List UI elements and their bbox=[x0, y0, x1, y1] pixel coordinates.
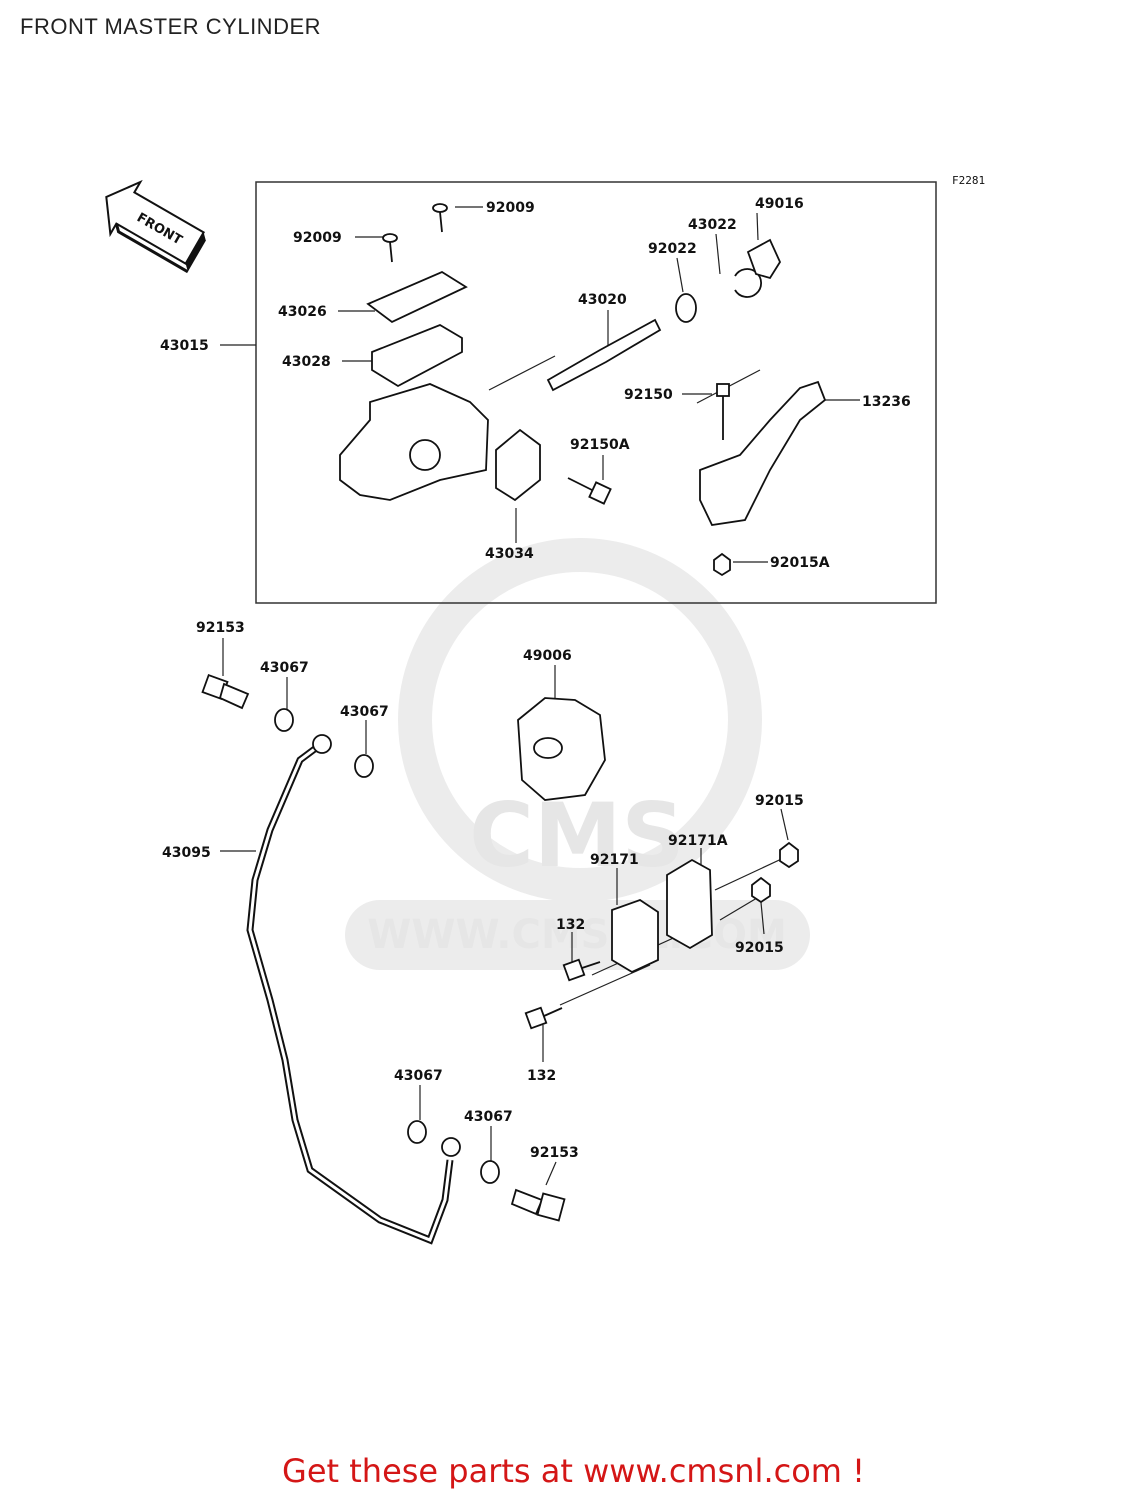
banjo-bolt-92153-bottom bbox=[510, 1188, 566, 1222]
exploded-parts-diagram: CMS WWW.CMSNL.COM F2281 FRONT bbox=[105, 174, 985, 1245]
callout-43067-d: 43067 bbox=[464, 1109, 513, 1125]
washer-43067-a bbox=[274, 708, 294, 732]
bolt-132-lower bbox=[524, 1006, 563, 1030]
callout-43022: 43022 bbox=[688, 217, 737, 233]
washer-92022 bbox=[675, 293, 697, 323]
callout-43034: 43034 bbox=[485, 546, 534, 562]
callout-92153-bottom: 92153 bbox=[530, 1145, 579, 1161]
callout-92171A: 92171A bbox=[668, 833, 728, 849]
bracket-92171 bbox=[611, 899, 659, 974]
callout-92015-bottom: 92015 bbox=[735, 940, 784, 956]
callout-43020: 43020 bbox=[578, 292, 627, 308]
callout-132-lower: 132 bbox=[527, 1068, 556, 1084]
banjo-bolt-92153-top bbox=[201, 673, 250, 710]
bolt-132-upper bbox=[562, 958, 601, 982]
callout-92153-top: 92153 bbox=[196, 620, 245, 636]
pivot-bolt-92150 bbox=[716, 383, 730, 440]
callout-43067-a: 43067 bbox=[260, 660, 309, 676]
assembly-frame-43015 bbox=[255, 181, 937, 604]
callout-92009-left: 92009 bbox=[293, 230, 342, 246]
nut-92015-top bbox=[779, 841, 799, 869]
callout-43067-b: 43067 bbox=[340, 704, 389, 720]
callout-13236: 13236 bbox=[862, 394, 911, 410]
callout-92015-top: 92015 bbox=[755, 793, 804, 809]
figure-code: F2281 bbox=[952, 174, 985, 187]
brake-lever-13236 bbox=[699, 380, 827, 526]
front-arrow-icon: FRONT bbox=[105, 179, 206, 274]
reservoir-cap-43026 bbox=[366, 270, 468, 324]
callout-132-upper: 132 bbox=[556, 917, 585, 933]
footer-cta: Get these parts at www.cmsnl.com ! bbox=[0, 1452, 1147, 1490]
washer-43067-b bbox=[354, 754, 374, 778]
page-title: FRONT MASTER CYLINDER bbox=[20, 14, 322, 39]
callout-43095: 43095 bbox=[162, 845, 211, 861]
screw-92009-right bbox=[432, 203, 448, 233]
circlip-43022 bbox=[734, 268, 763, 298]
nut-92015A bbox=[713, 552, 731, 577]
diaphragm-43028 bbox=[371, 324, 463, 388]
cmsnl-link[interactable]: www.cmsnl.com bbox=[583, 1452, 842, 1490]
nut-92015-bottom bbox=[751, 876, 771, 904]
clamp-43034 bbox=[495, 428, 541, 502]
footer-suffix: ! bbox=[841, 1452, 865, 1490]
callout-43015: 43015 bbox=[160, 338, 209, 354]
callout-92022: 92022 bbox=[648, 241, 697, 257]
callout-43026: 43026 bbox=[278, 304, 327, 320]
callout-92171: 92171 bbox=[590, 852, 639, 868]
callout-43067-c: 43067 bbox=[394, 1068, 443, 1084]
callout-49006: 49006 bbox=[523, 648, 572, 664]
washer-43067-c bbox=[407, 1120, 427, 1144]
boot-49016 bbox=[746, 238, 782, 280]
piston-spring-43020 bbox=[546, 318, 662, 392]
callout-92150: 92150 bbox=[624, 387, 673, 403]
bracket-92171A bbox=[666, 858, 713, 950]
callout-49016: 49016 bbox=[755, 196, 804, 212]
callout-43028: 43028 bbox=[282, 354, 331, 370]
watermark-logo: CMS bbox=[469, 784, 685, 887]
callout-92015A: 92015A bbox=[770, 555, 830, 571]
brake-hose-43095 bbox=[246, 742, 454, 1245]
leader-lines bbox=[220, 206, 860, 1186]
screw-92009-left bbox=[382, 233, 398, 263]
footer-prefix: Get these parts at bbox=[282, 1452, 584, 1490]
washer-43067-d bbox=[480, 1160, 500, 1184]
watermark-url: WWW.CMSNL.COM bbox=[367, 912, 787, 958]
bolt-92150A bbox=[567, 477, 612, 505]
master-cylinder-body bbox=[339, 383, 489, 501]
callout-92009-right: 92009 bbox=[486, 200, 535, 216]
callout-92150A: 92150A bbox=[570, 437, 630, 453]
